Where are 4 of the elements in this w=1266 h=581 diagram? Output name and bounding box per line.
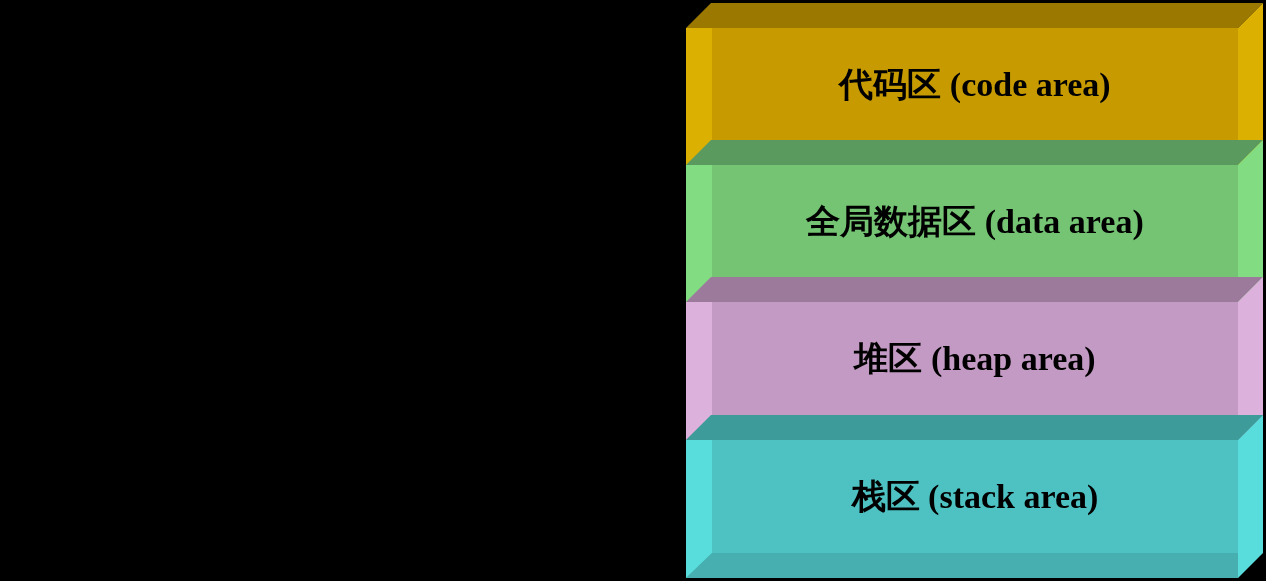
block-label: 栈区 (stack area)	[851, 476, 1099, 517]
block-label: 堆区 (heap area)	[854, 338, 1096, 379]
block-label: 代码区 (code area)	[839, 64, 1111, 105]
block-label: 全局数据区 (data area)	[806, 201, 1144, 242]
